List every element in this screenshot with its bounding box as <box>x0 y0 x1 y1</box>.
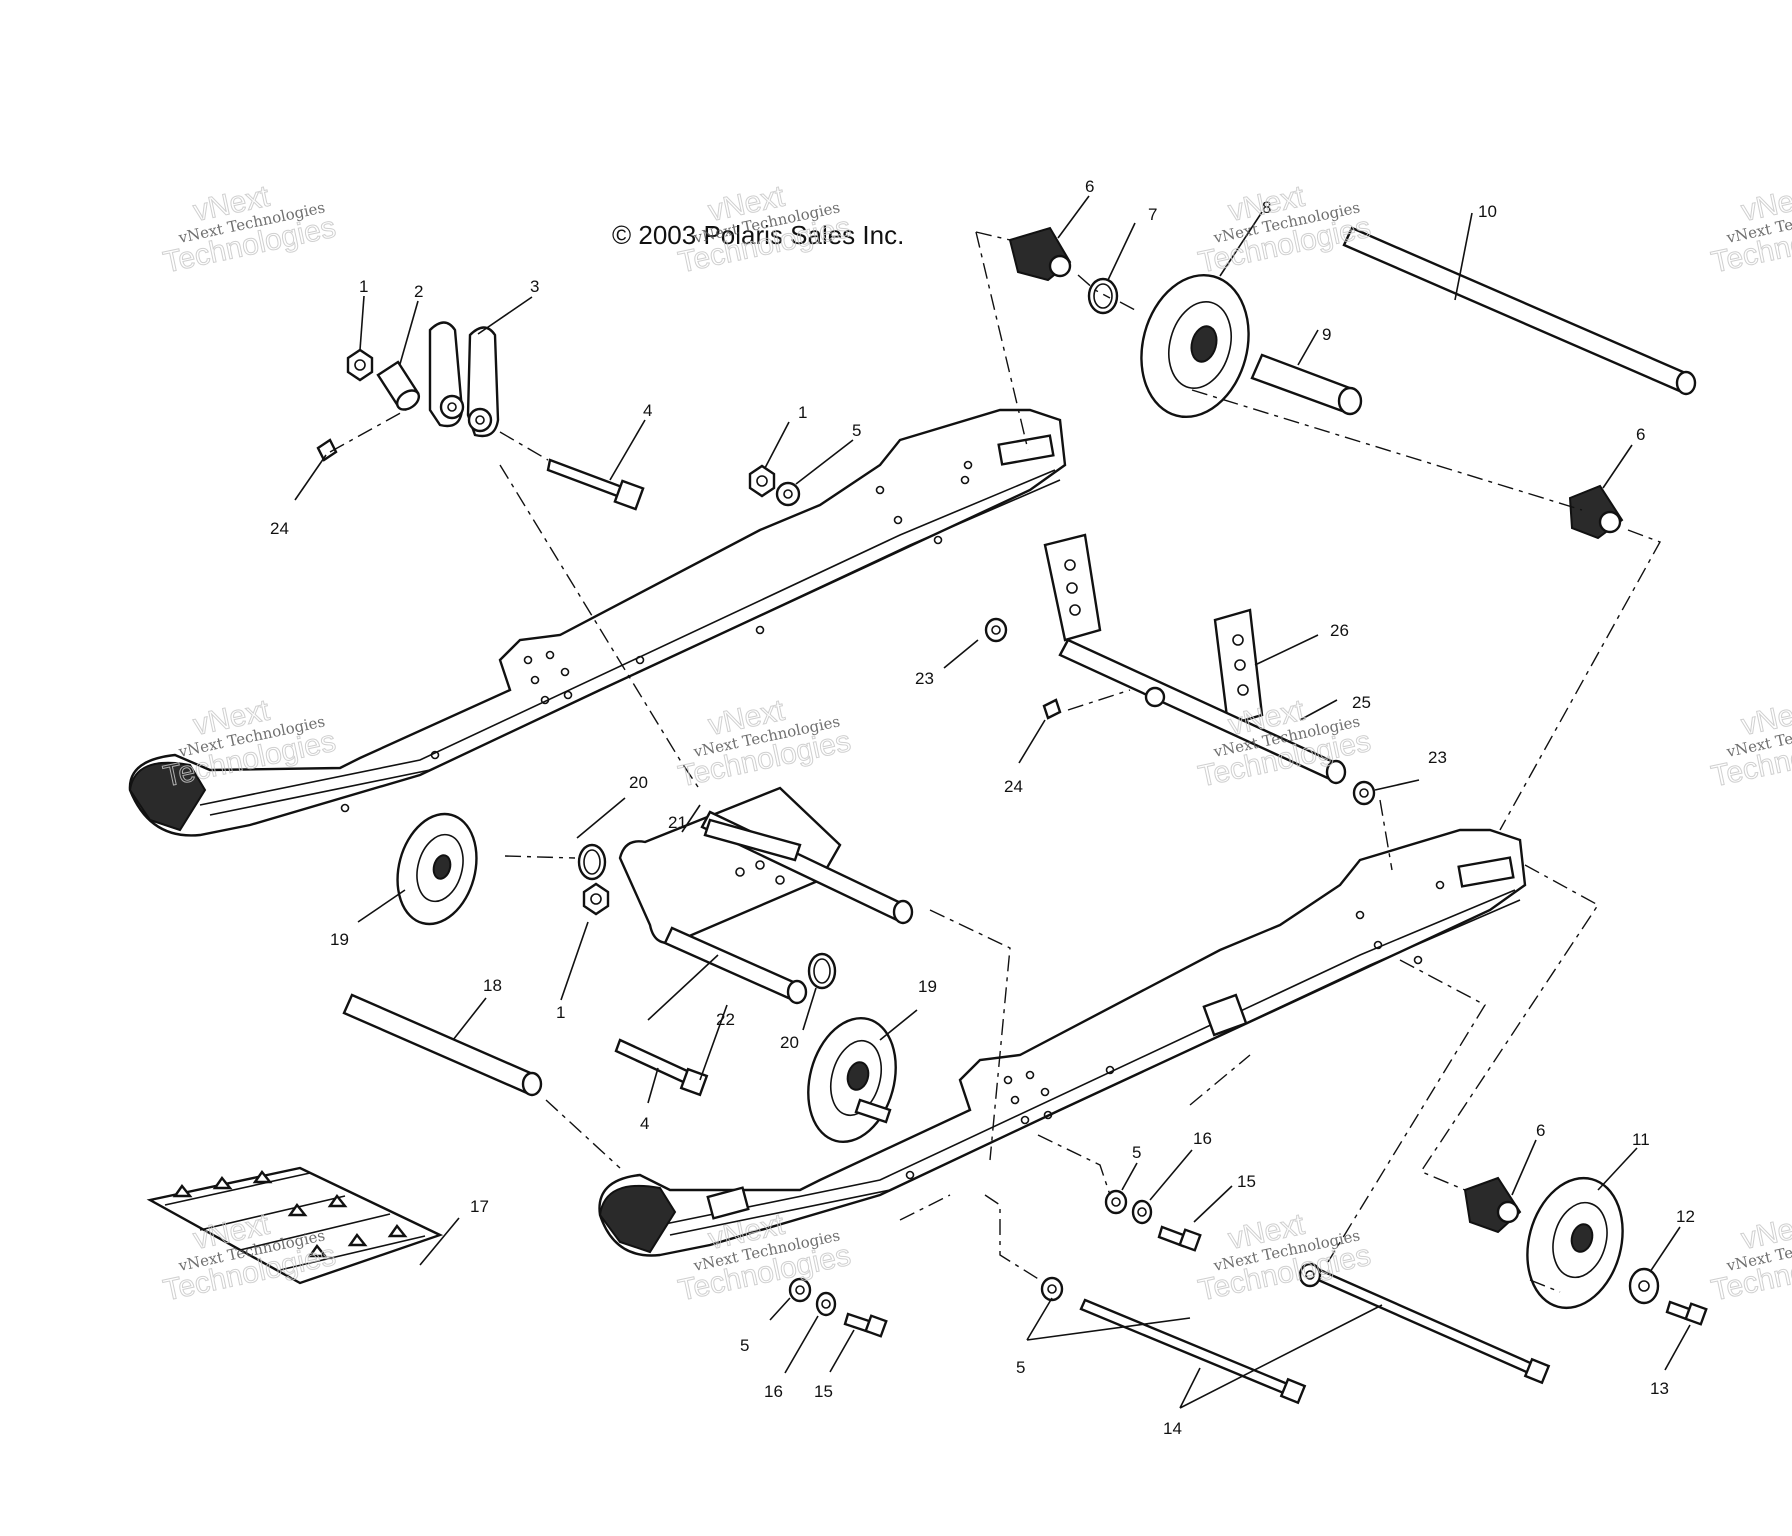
part-5-washer-d <box>1040 1276 1064 1302</box>
watermark-1: vNext vNext Technologies Technologies <box>160 179 339 280</box>
lower-rail <box>598 828 1527 1257</box>
callout-1: 1 <box>798 403 807 422</box>
rail-holes-lower <box>905 880 1445 1180</box>
callout-16: 16 <box>1193 1129 1212 1148</box>
callout-9: 9 <box>1322 325 1331 344</box>
part-21-pivot-arm <box>618 786 914 1005</box>
part-22-axle <box>703 818 802 862</box>
part-15-bolt-b <box>843 1312 888 1338</box>
assembly-lines <box>329 231 1662 1293</box>
callout-5: 5 <box>1132 1143 1141 1162</box>
callout-7: 7 <box>1148 205 1157 224</box>
part-5-washer-b <box>1104 1189 1128 1215</box>
watermark-4: vNext vNext Technologies Technologies <box>1708 179 1792 280</box>
part-24-grease-fitting-a <box>316 438 338 462</box>
callout-17: 17 <box>470 1197 489 1216</box>
part-1-nut-c <box>582 882 610 916</box>
callout-24: 24 <box>270 519 289 538</box>
part-12-washer <box>1628 1267 1660 1305</box>
callout-23: 23 <box>915 669 934 688</box>
callout-numbers: 1 2 3 4 24 1 5 6 7 8 9 10 6 26 25 23 23 … <box>270 177 1695 1438</box>
leader-lines <box>294 195 1691 1409</box>
callout-5: 5 <box>852 421 861 440</box>
part-8-idler-wheel-a <box>1140 273 1250 419</box>
part-17-wear-strip <box>146 1166 444 1285</box>
callout-23: 23 <box>1428 748 1447 767</box>
part-6-bearing-housing-b <box>1568 484 1624 540</box>
part-16-lock-washer-a <box>1131 1199 1153 1225</box>
callout-16: 16 <box>764 1382 783 1401</box>
callout-26: 26 <box>1330 621 1349 640</box>
part-24-grease-fitting-b <box>1042 698 1062 720</box>
copyright-text: © 2003 Polaris Sales Inc. <box>612 220 904 250</box>
part-20-ring-a <box>577 843 607 881</box>
part-5-washer-c <box>788 1277 812 1303</box>
callout-3: 3 <box>530 277 539 296</box>
part-6-bearing-housing-a <box>1008 226 1072 282</box>
part-23-washer-a <box>984 617 1008 643</box>
callout-8: 8 <box>1262 198 1271 217</box>
part-9-axle-spacer <box>1250 353 1363 416</box>
upper-rail <box>128 408 1067 837</box>
part-13-bolt <box>1665 1300 1708 1326</box>
callout-4: 4 <box>640 1114 649 1133</box>
part-14-long-bolts <box>1079 1268 1551 1405</box>
callout-1: 1 <box>556 1003 565 1022</box>
part-2-spacer <box>376 360 421 411</box>
watermark-8: vNext vNext Technologies Technologies <box>1708 693 1792 794</box>
callout-22: 22 <box>716 1010 735 1029</box>
part-20-ring-b <box>807 952 837 990</box>
callout-21: 21 <box>668 813 687 832</box>
callout-20: 20 <box>780 1033 799 1052</box>
callout-13: 13 <box>1650 1379 1669 1398</box>
part-5-washer-a <box>775 481 801 507</box>
callout-6: 6 <box>1636 425 1645 444</box>
watermark-3: vNext vNext Technologies Technologies <box>1195 179 1374 280</box>
part-7-ring <box>1087 277 1119 315</box>
callout-11: 11 <box>1632 1130 1650 1149</box>
part-23-washer-b <box>1352 780 1376 806</box>
callout-10: 10 <box>1478 202 1497 221</box>
part-10-shaft <box>1342 226 1697 396</box>
part-26-bracket <box>1043 533 1264 727</box>
callout-2: 2 <box>414 282 423 301</box>
callout-5: 5 <box>1016 1358 1025 1377</box>
callout-6: 6 <box>1536 1121 1545 1140</box>
part-4-bolt-b <box>614 1038 709 1097</box>
callout-5: 5 <box>740 1336 749 1355</box>
watermark-7: vNext vNext Technologies Technologies <box>1195 693 1374 794</box>
callout-15: 15 <box>1237 1172 1256 1191</box>
watermark-12: vNext vNext Technologies Technologies <box>1708 1207 1792 1308</box>
callout-20: 20 <box>629 773 648 792</box>
part-1-nut-a <box>346 348 374 382</box>
callout-4: 4 <box>643 401 652 420</box>
part-5-washer-e <box>1298 1262 1322 1288</box>
callout-19: 19 <box>918 977 937 996</box>
callout-12: 12 <box>1676 1207 1695 1226</box>
callout-14: 14 <box>1163 1419 1182 1438</box>
callout-24: 24 <box>1004 777 1023 796</box>
part-25-cross-shaft <box>1058 638 1347 785</box>
callout-25: 25 <box>1352 693 1371 712</box>
part-11-idler-wheel-d <box>1526 1176 1624 1310</box>
watermark-6: vNext vNext Technologies Technologies <box>675 693 854 794</box>
part-3-link-plates <box>428 321 500 438</box>
part-16-lock-washer-b <box>815 1291 837 1317</box>
part-6-bearing-housing-c <box>1463 1176 1522 1234</box>
part-18-shaft <box>342 993 543 1097</box>
part-4-bolt-a <box>546 458 645 511</box>
callout-1: 1 <box>359 277 368 296</box>
rail-holes-upper <box>340 460 973 813</box>
callout-18: 18 <box>483 976 502 995</box>
part-19-idler-wheel-b <box>396 812 478 926</box>
part-15-bolt-a <box>1157 1225 1202 1252</box>
part-19-idler-wheel-c <box>807 1016 897 1144</box>
callout-6: 6 <box>1085 177 1094 196</box>
callout-15: 15 <box>814 1382 833 1401</box>
part-1-nut-b <box>748 464 776 498</box>
callout-19: 19 <box>330 930 349 949</box>
